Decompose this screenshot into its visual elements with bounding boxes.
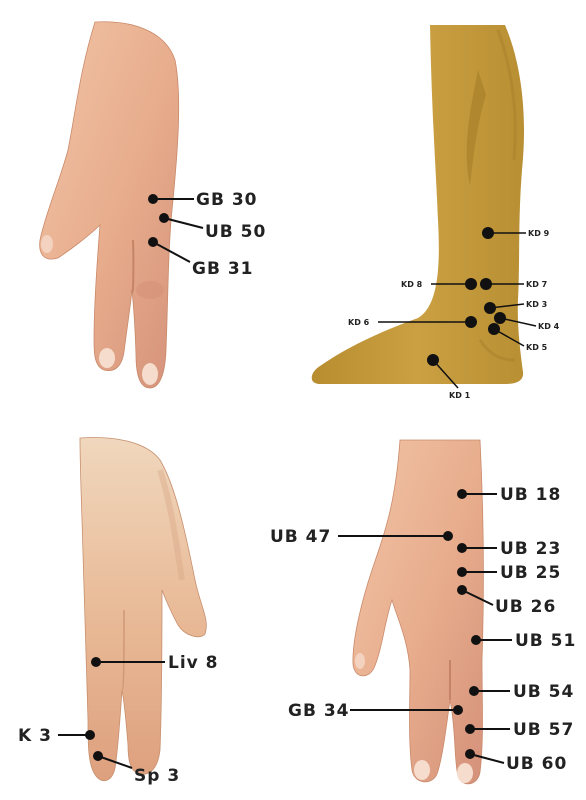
panel-bottom-right-hand: UB 18 UB 47 UB 23 UB 25 UB 26 — [270, 440, 576, 784]
fingernail — [414, 760, 430, 780]
acupoint-k3: K 3 — [18, 726, 95, 746]
acupoint-marker — [465, 278, 477, 290]
acupoint-label: KD 7 — [526, 280, 547, 289]
hand-illustration — [40, 22, 179, 388]
acupoint-marker — [443, 531, 453, 541]
acupoint-label: UB 54 — [513, 682, 574, 702]
knuckle-shadow — [136, 281, 164, 299]
acupoint-marker — [465, 316, 477, 328]
acupoint-label: KD 9 — [528, 229, 550, 238]
acupoint-marker — [465, 749, 475, 759]
acupoint-marker — [93, 751, 103, 761]
fingernail — [355, 653, 365, 669]
fingernail — [99, 348, 115, 368]
acupoint-label: Sp 3 — [134, 766, 180, 786]
acupoint-label: GB 31 — [192, 259, 254, 279]
acupoint-label: UB 60 — [506, 754, 567, 774]
fingernail — [41, 235, 53, 253]
acupoint-label: UB 25 — [500, 563, 561, 583]
acupoint-marker — [85, 730, 95, 740]
acupoint-label: UB 47 — [270, 527, 331, 547]
acupoint-label: GB 30 — [196, 190, 258, 210]
acupoint-marker — [494, 312, 506, 324]
acupoint-ub51: UB 51 — [471, 631, 576, 651]
acupoint-marker — [91, 657, 101, 667]
acupoint-label: KD 1 — [449, 391, 471, 400]
acupoint-marker — [469, 686, 479, 696]
acupoint-marker — [471, 635, 481, 645]
acupoint-marker — [465, 724, 475, 734]
acupoint-marker — [148, 194, 158, 204]
acupoint-label: UB 18 — [500, 485, 561, 505]
acupoint-marker — [453, 705, 463, 715]
acupoint-label: KD 4 — [538, 322, 560, 331]
acupoint-marker — [457, 543, 467, 553]
acupoint-label: KD 3 — [526, 300, 547, 309]
acupoint-marker — [457, 567, 467, 577]
acupoint-marker — [484, 302, 496, 314]
acupoint-marker — [480, 278, 492, 290]
acupoint-label: UB 51 — [515, 631, 576, 651]
acupoint-marker — [148, 237, 158, 247]
acupoint-marker — [427, 354, 439, 366]
panel-bottom-left-hand: Liv 8 K 3 Sp 3 — [18, 438, 219, 786]
acupoint-marker — [457, 489, 467, 499]
acupoint-label: KD 5 — [526, 343, 548, 352]
acupoint-label: K 3 — [18, 726, 52, 746]
acupoint-marker — [488, 323, 500, 335]
acupoint-label: GB 34 — [288, 701, 350, 721]
acupoint-ub50: UB 50 — [159, 213, 266, 242]
acupoint-label: KD 6 — [348, 318, 370, 327]
acupoint-label: UB 50 — [205, 222, 266, 242]
panel-top-left-hand: GB 30 UB 50 GB 31 — [40, 22, 267, 388]
acupoint-label: UB 57 — [513, 720, 574, 740]
acupoint-marker — [159, 213, 169, 223]
acupoint-label: Liv 8 — [168, 653, 219, 673]
fingernail — [142, 363, 158, 385]
acupoint-label: UB 26 — [495, 597, 556, 617]
acupoint-marker — [457, 585, 467, 595]
acupoint-marker — [482, 227, 494, 239]
fingernail — [457, 763, 473, 783]
hand-illustration — [80, 438, 206, 781]
acupoint-ub54: UB 54 — [469, 682, 574, 702]
panel-top-right-leg: KD 9 KD 8 KD 7 KD 3 KD 6 — [312, 25, 560, 400]
acupoint-label: UB 23 — [500, 539, 561, 559]
acupoint-label: KD 8 — [401, 280, 423, 289]
